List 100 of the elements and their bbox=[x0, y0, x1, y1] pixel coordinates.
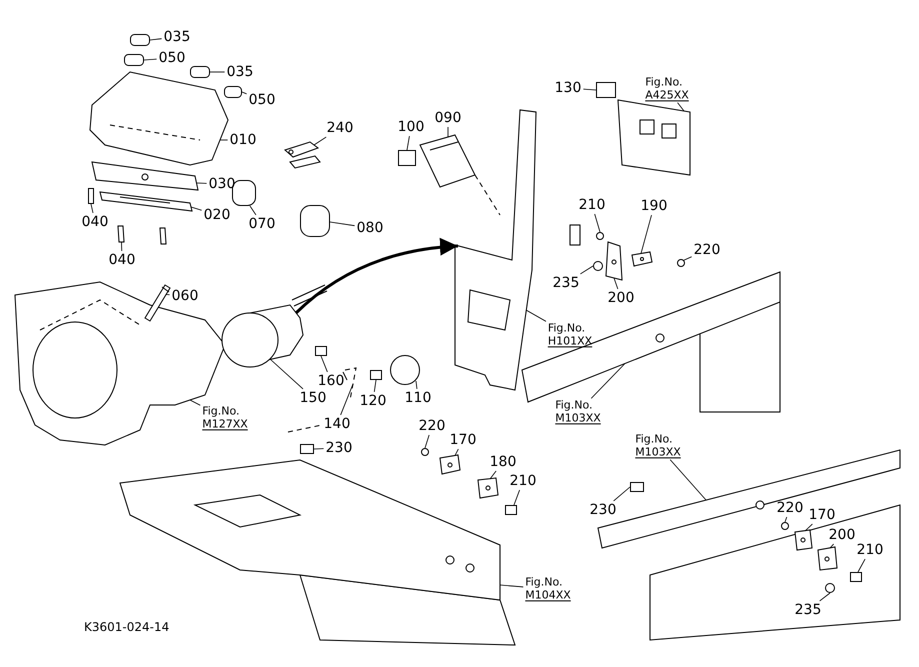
callout-number: 150 bbox=[300, 390, 326, 406]
bolt bbox=[299, 443, 315, 455]
bracket bbox=[631, 251, 653, 267]
callout-number: 120 bbox=[360, 392, 386, 410]
figure-reference: Fig.No. A425XX bbox=[645, 76, 689, 102]
leader-line bbox=[819, 592, 830, 602]
leader-line bbox=[270, 358, 304, 390]
nut bbox=[676, 258, 686, 268]
leader-line bbox=[784, 516, 788, 522]
ignition-key bbox=[284, 141, 319, 158]
leader-line bbox=[166, 294, 170, 296]
mounting-plate bbox=[91, 161, 199, 191]
leader-line bbox=[640, 214, 652, 254]
drawing-number: K3601-024-14 bbox=[84, 620, 170, 634]
leader-line bbox=[330, 222, 356, 226]
knob bbox=[189, 65, 211, 79]
bolt bbox=[595, 231, 605, 241]
callout-number: 010 bbox=[230, 132, 256, 148]
bracket bbox=[439, 454, 461, 475]
bolt bbox=[87, 187, 95, 205]
callout-number: 080 bbox=[356, 220, 384, 236]
bolt bbox=[629, 481, 645, 493]
bracket bbox=[477, 477, 499, 499]
bolt bbox=[144, 284, 171, 322]
callout-number: 100 bbox=[398, 118, 424, 136]
knob bbox=[223, 85, 243, 99]
callout-number: 110 bbox=[404, 390, 432, 406]
leader-line bbox=[374, 380, 376, 392]
callout-number: 035 bbox=[164, 28, 190, 46]
leader-line bbox=[314, 136, 327, 146]
leader-line bbox=[500, 584, 524, 588]
callout-number: 170 bbox=[450, 432, 476, 448]
leader-line bbox=[406, 136, 410, 150]
callout-number: 220 bbox=[776, 500, 804, 516]
leader-line bbox=[490, 470, 496, 480]
callout-number: 230 bbox=[590, 502, 616, 518]
callout-number: 200 bbox=[828, 526, 856, 544]
callout-number: 230 bbox=[326, 440, 352, 456]
leader-line bbox=[416, 380, 418, 390]
leader-line bbox=[121, 242, 122, 252]
bolt bbox=[849, 571, 863, 583]
leader-line bbox=[320, 356, 328, 372]
callout-number: 235 bbox=[794, 602, 822, 618]
relay bbox=[595, 81, 617, 99]
leader-line bbox=[190, 206, 202, 211]
callout-number: 160 bbox=[318, 372, 344, 390]
leader-line bbox=[613, 486, 630, 502]
figure-reference: Fig.No. M127XX bbox=[202, 405, 248, 431]
leader-line bbox=[90, 204, 94, 214]
leader-line bbox=[677, 102, 684, 112]
leader-line bbox=[804, 524, 813, 532]
leader-line bbox=[190, 400, 201, 406]
callout-number: 235 bbox=[552, 274, 580, 292]
callout-number: 220 bbox=[418, 418, 446, 434]
callout-number: 040 bbox=[108, 252, 136, 268]
nut bbox=[420, 447, 430, 457]
leader-line bbox=[242, 92, 248, 94]
leader-line bbox=[830, 544, 834, 548]
knob bbox=[123, 53, 145, 67]
headlight bbox=[221, 304, 304, 368]
bracket bbox=[794, 529, 813, 551]
callout-number: 020 bbox=[204, 206, 230, 224]
callout-number: 040 bbox=[82, 214, 108, 230]
bracket bbox=[605, 241, 623, 281]
leader-line bbox=[590, 363, 626, 399]
leader-line bbox=[670, 459, 706, 500]
callout-number: 070 bbox=[248, 216, 276, 232]
callout-number: 060 bbox=[172, 288, 198, 304]
callout-number: 140 bbox=[324, 416, 350, 432]
bolt bbox=[314, 345, 328, 357]
leader-line bbox=[250, 206, 256, 216]
figure-reference: Fig.No. M103XX bbox=[555, 399, 601, 425]
bolts bbox=[117, 225, 167, 245]
callout-number: 035 bbox=[226, 64, 254, 80]
leader-line bbox=[340, 384, 354, 416]
figure-reference: Fig.No. M104XX bbox=[525, 576, 571, 602]
horn bbox=[389, 354, 421, 386]
callout-number: 050 bbox=[248, 92, 276, 108]
leader-line bbox=[150, 38, 162, 40]
leader-line bbox=[526, 310, 546, 322]
mounting-plate bbox=[99, 191, 193, 212]
bolt bbox=[369, 369, 383, 381]
arrow bbox=[294, 238, 458, 314]
leader-line bbox=[582, 88, 596, 90]
leader-line bbox=[424, 434, 430, 448]
leader-line bbox=[314, 448, 324, 450]
callout-number: 190 bbox=[640, 198, 668, 214]
connector bbox=[397, 149, 417, 167]
figure-reference: Fig.No. H101XX bbox=[548, 322, 592, 348]
callout-number: 170 bbox=[808, 506, 836, 524]
nut bbox=[780, 521, 790, 531]
figure-reference: Fig.No. M103XX bbox=[635, 433, 681, 459]
callout-number: 180 bbox=[490, 454, 516, 470]
leader-line bbox=[614, 278, 618, 290]
callout-number: 240 bbox=[326, 120, 354, 136]
leader-line bbox=[858, 558, 866, 572]
leader-line bbox=[683, 256, 692, 261]
callout-number: 030 bbox=[208, 176, 236, 192]
bracket bbox=[817, 546, 838, 571]
leader-line bbox=[580, 266, 594, 274]
